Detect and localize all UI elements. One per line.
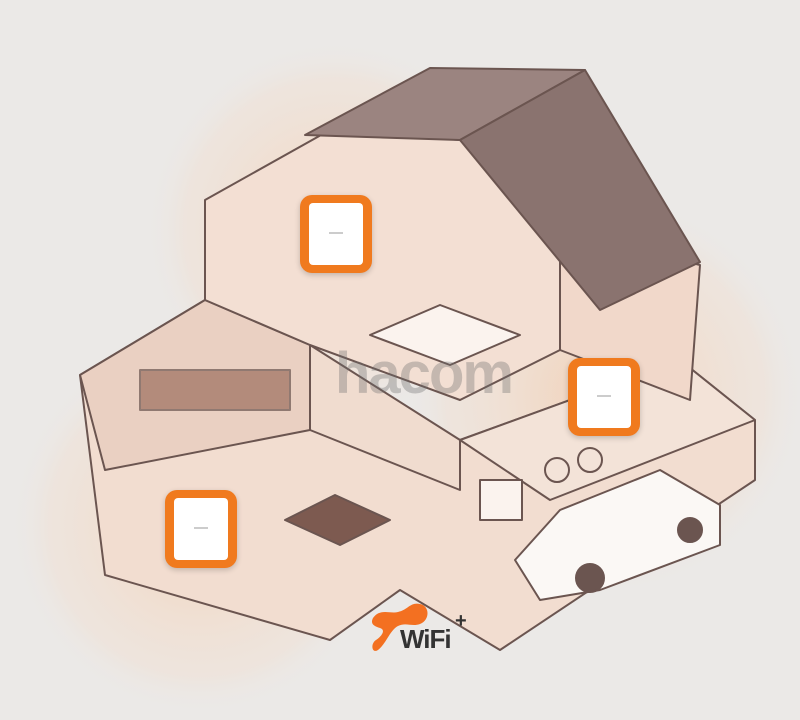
watermark: hacom — [335, 341, 514, 406]
house — [79, 67, 756, 651]
logo-plus: + — [455, 610, 467, 632]
mesh-router-living-room — [165, 490, 237, 568]
mesh-router-garage — [568, 358, 640, 436]
logo-text: WiFi — [400, 624, 452, 654]
wifi-plus-logo-icon — [371, 603, 428, 651]
mesh-router-upstairs — [300, 195, 372, 273]
